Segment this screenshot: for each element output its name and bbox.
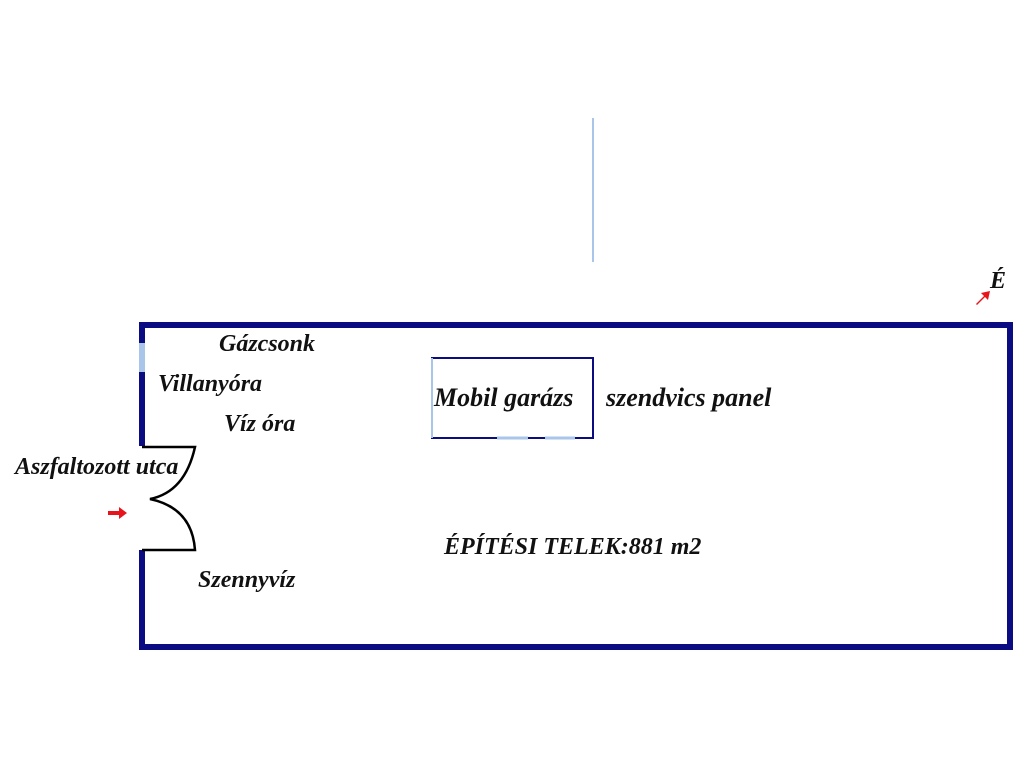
label-north: É: [989, 268, 1006, 294]
entrance-arrow-icon: [108, 507, 127, 519]
label-street: Aszfaltozott utca: [13, 454, 178, 480]
north-arrow-icon: [976, 291, 990, 305]
garage-box: [431, 357, 594, 440]
label-gas: Gázcsonk: [219, 331, 315, 357]
label-water: Víz óra: [224, 411, 295, 437]
label-sewage: Szennyvíz: [198, 567, 296, 593]
label-plot: ÉPÍTÉSI TELEK:881 m2: [443, 534, 701, 560]
gate: [142, 445, 197, 552]
label-electric: Villanyóra: [158, 371, 262, 397]
label-panel: szendvics panel: [605, 383, 772, 412]
plot-boundary: [139, 322, 1013, 650]
label-garage: Mobil garázs: [433, 383, 573, 412]
